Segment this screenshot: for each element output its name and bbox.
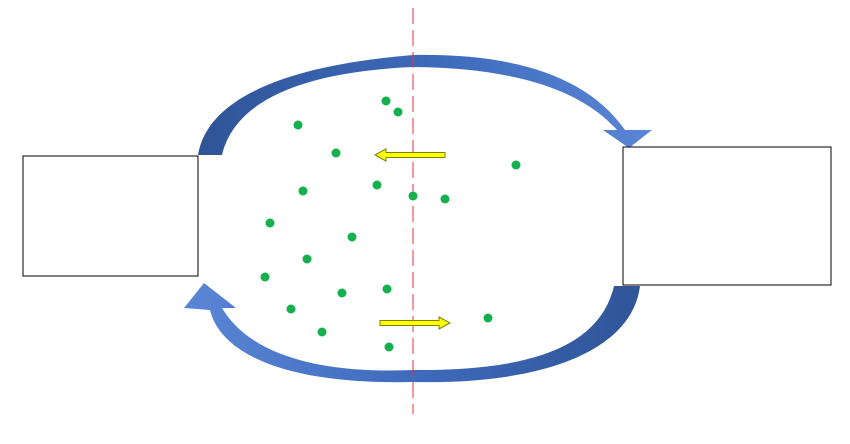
- bottom-cycle-arrow: [184, 283, 640, 383]
- particle: [408, 191, 418, 201]
- particle: [347, 232, 357, 242]
- particle: [286, 304, 296, 314]
- particle: [382, 284, 392, 294]
- top-cycle-arrow: [198, 54, 652, 156]
- particle: [302, 254, 312, 264]
- particle: [381, 96, 391, 106]
- particle: [393, 107, 403, 117]
- particle: [317, 327, 327, 337]
- particles: [260, 96, 521, 352]
- particle: [372, 180, 382, 190]
- particle: [483, 313, 493, 323]
- left-box: [22, 155, 199, 277]
- particle: [265, 218, 275, 228]
- flux-arrow-left: [373, 148, 446, 162]
- particle: [384, 342, 394, 352]
- particle: [298, 186, 308, 196]
- flux-arrow-right: [379, 316, 452, 330]
- particle: [440, 194, 450, 204]
- particle: [511, 160, 521, 170]
- particle: [337, 288, 347, 298]
- particle: [260, 272, 270, 282]
- particle: [293, 120, 303, 130]
- right-box: [622, 146, 832, 286]
- particle: [331, 148, 341, 158]
